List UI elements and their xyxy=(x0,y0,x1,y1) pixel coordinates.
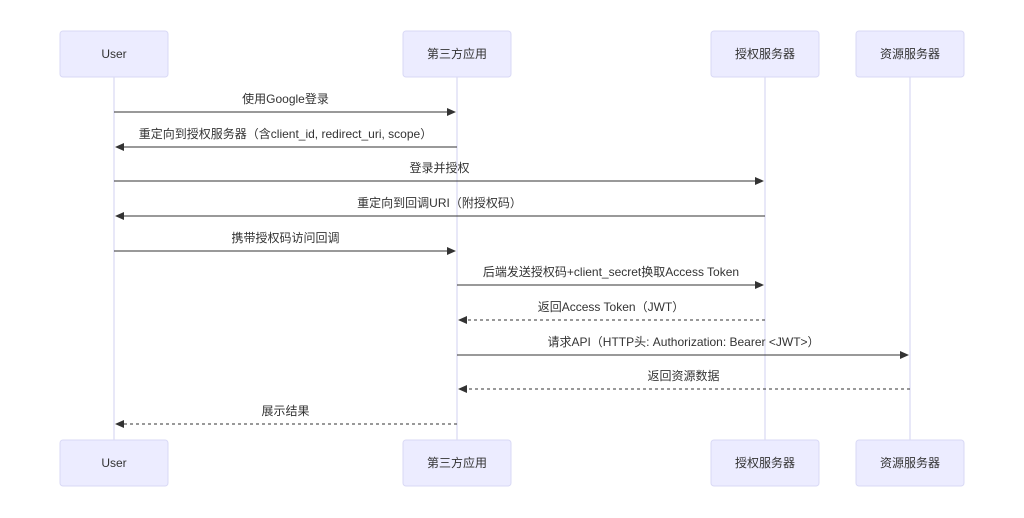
actor-label-top-app: 第三方应用 xyxy=(427,46,487,61)
message-arrowhead-5 xyxy=(447,247,456,255)
actor-label-bottom-app: 第三方应用 xyxy=(427,455,487,470)
actor-label-bottom-auth: 授权服务器 xyxy=(735,455,795,470)
actor-box-bottom-auth xyxy=(710,439,820,487)
actor-label-bottom-res: 资源服务器 xyxy=(880,455,940,470)
message-label-9: 返回资源数据 xyxy=(647,368,719,383)
message-arrowhead-4 xyxy=(115,212,124,220)
message-label-1: 使用Google登录 xyxy=(242,91,329,106)
message-arrowhead-10 xyxy=(115,420,124,428)
actor-box-top-app xyxy=(402,30,512,78)
message-label-6: 后端发送授权码+client_secret换取Access Token xyxy=(483,264,739,279)
actor-label-top-user: User xyxy=(101,47,126,61)
message-arrowhead-1 xyxy=(447,108,456,116)
message-arrowhead-7 xyxy=(458,316,467,324)
message-label-10: 展示结果 xyxy=(261,404,309,418)
message-arrowhead-6 xyxy=(755,281,764,289)
message-label-4: 重定向到回调URI（附授权码） xyxy=(357,195,522,210)
actor-label-top-res: 资源服务器 xyxy=(880,46,940,61)
actor-label-top-auth: 授权服务器 xyxy=(735,46,795,61)
actor-box-top-res xyxy=(855,30,965,78)
actor-box-bottom-app xyxy=(402,439,512,487)
message-arrowhead-2 xyxy=(115,143,124,151)
actor-box-bottom-user xyxy=(59,439,169,487)
message-arrowhead-8 xyxy=(900,351,909,359)
actor-label-bottom-user: User xyxy=(101,456,126,470)
message-label-2: 重定向到授权服务器（含client_id, redirect_uri, scop… xyxy=(139,126,432,141)
message-label-3: 登录并授权 xyxy=(409,160,469,175)
actor-box-bottom-res xyxy=(855,439,965,487)
message-label-8: 请求API（HTTP头: Authorization: Bearer <JWT>… xyxy=(547,335,819,349)
message-label-7: 返回Access Token（JWT） xyxy=(538,300,684,314)
actor-box-top-user xyxy=(59,30,169,78)
message-label-5: 携带授权码访问回调 xyxy=(231,230,339,245)
message-arrowhead-9 xyxy=(458,385,467,393)
message-arrowhead-3 xyxy=(755,177,764,185)
actor-box-top-auth xyxy=(710,30,820,78)
